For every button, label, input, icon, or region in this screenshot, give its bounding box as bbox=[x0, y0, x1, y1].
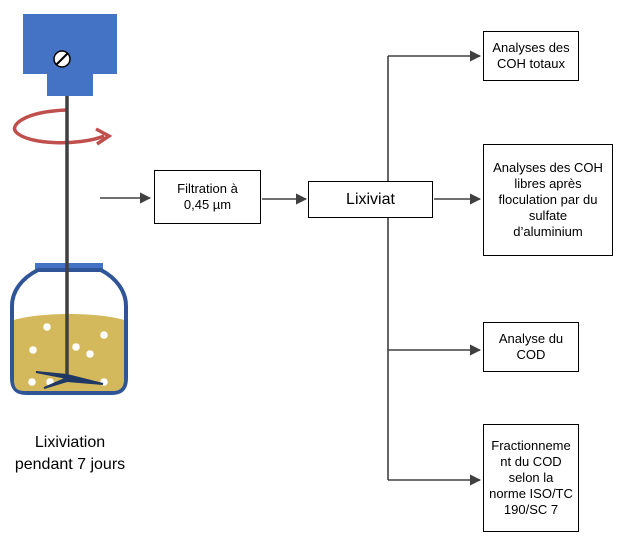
leachate-box: Lixiviat bbox=[308, 181, 433, 218]
cod-box: Analyse du COD bbox=[483, 322, 579, 372]
reactor-vessel-icon bbox=[10, 96, 128, 395]
free-coh-box: Analyses des COH libres après floculatio… bbox=[483, 144, 613, 256]
leaching-label: Lixiviation pendant 7 jours bbox=[14, 434, 126, 473]
fractionation-box: Fractionneme nt du COD selon la norme IS… bbox=[483, 424, 579, 532]
filtration-box: Filtration à 0,45 µm bbox=[154, 170, 261, 224]
motor-icon bbox=[23, 14, 117, 96]
rotation-arrow-icon bbox=[12, 108, 113, 146]
flow-connectors bbox=[100, 50, 482, 486]
total-coh-box: Analyses des COH totaux bbox=[483, 31, 579, 81]
